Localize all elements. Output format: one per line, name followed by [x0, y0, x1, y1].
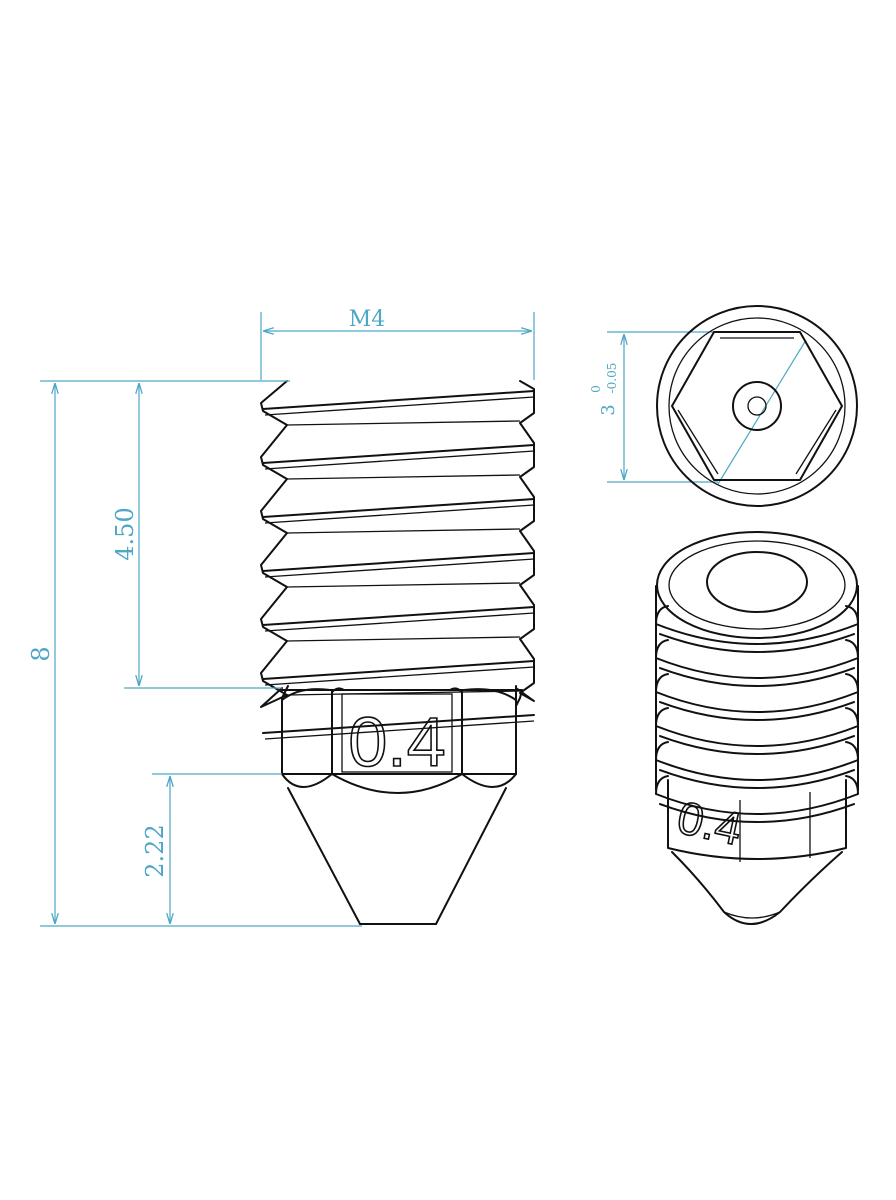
thread-length-label: 4.50: [111, 507, 139, 560]
nozzle-3d-view: 0.4: [655, 531, 859, 925]
size-marking-3d: 0.4: [673, 791, 746, 855]
hex-face-marking: 0.4: [341, 693, 453, 782]
size-marking-front: 0.4: [348, 703, 445, 781]
hex-size-label: 3: [598, 404, 619, 415]
cone-tip: [287, 787, 507, 925]
dimension-annotations: M4 8 4.50 2.22 3 0 -0.05: [27, 307, 807, 927]
hex-section: [281, 685, 523, 794]
thread-rings-3d: [655, 605, 859, 823]
thread-width-label: M4: [349, 307, 386, 332]
thread-profile: [260, 380, 535, 740]
nozzle-side-view: 0.4: [260, 380, 535, 925]
nozzle-end-view: [656, 305, 858, 507]
hex-tolerance-upper: 0: [589, 385, 603, 393]
cone-length-label: 2.22: [141, 824, 169, 877]
hex-tolerance-lower: -0.05: [605, 363, 619, 394]
total-length-label: 8: [27, 646, 55, 661]
